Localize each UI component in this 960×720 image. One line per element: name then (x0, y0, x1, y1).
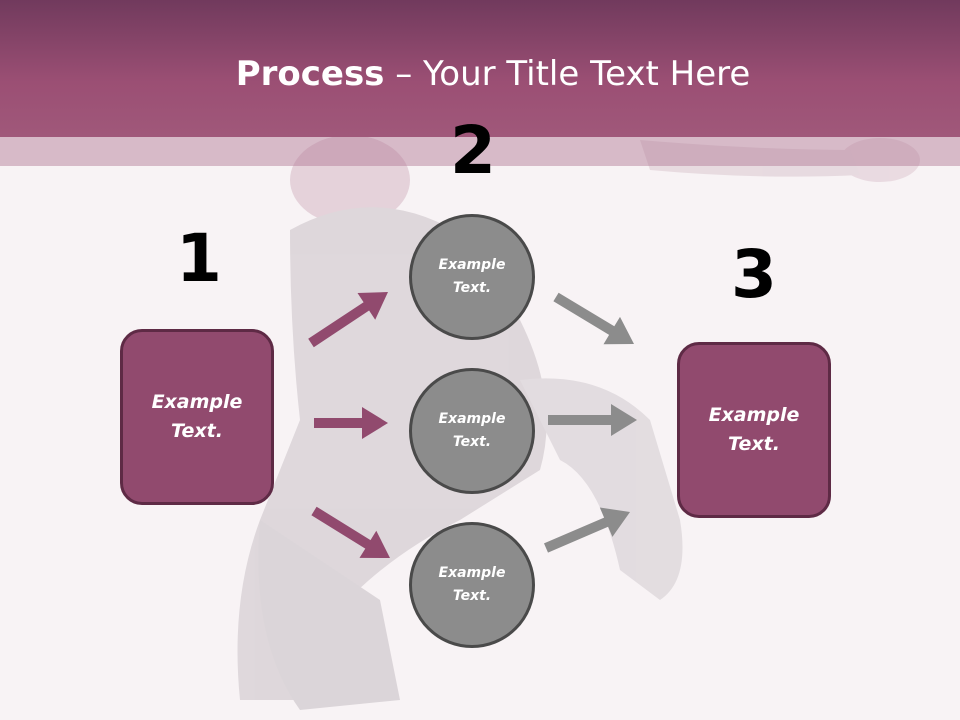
title-banner-stripe (0, 137, 960, 166)
slide-title: Process – Your Title Text Here (0, 52, 960, 96)
step-1-box: Example Text. (120, 329, 274, 505)
title-bold: Process (235, 54, 385, 94)
circle-top-text: Example Text. (438, 257, 506, 296)
circle-top: Example Text. (409, 214, 535, 340)
title-rest: – Your Title Text Here (384, 54, 751, 94)
step-number-1: 1 (176, 220, 222, 297)
arrow-to-circle-middle (314, 407, 388, 439)
circle-middle-text: Example Text. (438, 411, 506, 450)
step-number-3: 3 (731, 236, 777, 313)
title-banner (0, 0, 960, 137)
circle-bottom: Example Text. (409, 522, 535, 648)
step-1-text: Example Text. (151, 391, 243, 442)
step-number-2: 2 (450, 112, 496, 189)
circle-bottom-text: Example Text. (438, 565, 506, 604)
arrow-middle-to-step-3 (548, 404, 637, 436)
arrow-to-circle-top (308, 292, 388, 348)
step-3-text: Example Text. (708, 404, 800, 455)
circle-middle: Example Text. (409, 368, 535, 494)
arrow-bottom-to-step-3 (544, 507, 630, 553)
step-3-box: Example Text. (677, 342, 831, 518)
arrow-top-to-step-3 (553, 292, 634, 345)
arrow-to-circle-bottom (311, 506, 390, 558)
